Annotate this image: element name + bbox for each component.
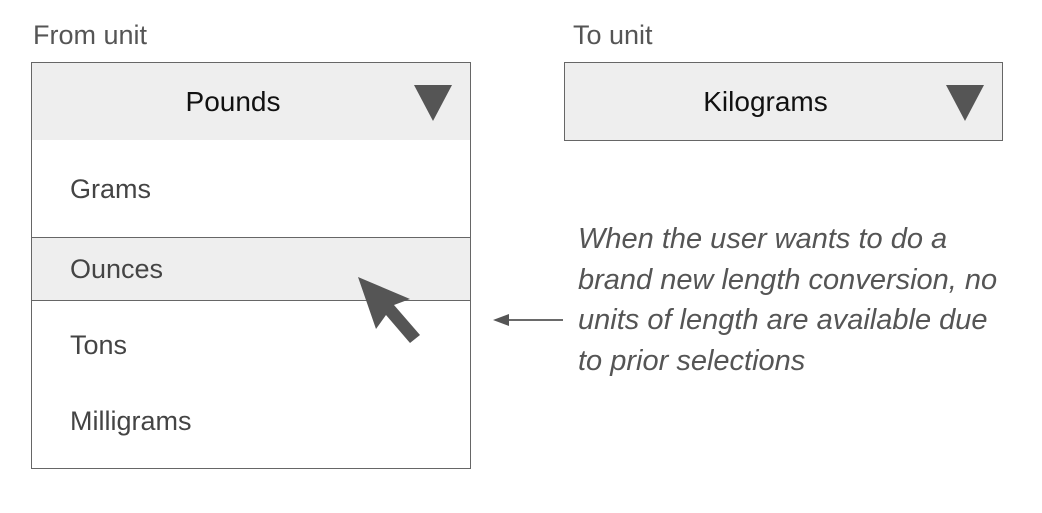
option-tons[interactable]: Tons [70, 329, 128, 360]
from-unit-dropdown-list: Grams Ounces Tons Milligrams [31, 140, 471, 469]
annotation-text: When the user wants to do a brand new le… [578, 223, 998, 377]
caret-down-icon [946, 85, 984, 121]
arrow-left-icon [493, 314, 563, 326]
from-unit-label: From unit [33, 20, 148, 50]
caret-down-icon [414, 85, 452, 121]
option-milligrams[interactable]: Milligrams [70, 405, 192, 436]
from-unit-selected-value: Pounds [185, 85, 281, 117]
option-grams[interactable]: Grams [70, 173, 151, 204]
to-unit-selected-value: Kilograms [703, 85, 828, 117]
to-unit-label: To unit [573, 20, 653, 50]
mouse-pointer-icon [358, 277, 420, 343]
option-ounces[interactable]: Ounces [32, 237, 470, 301]
to-unit-select[interactable]: Kilograms [564, 62, 1003, 141]
from-unit-select[interactable]: Pounds [31, 62, 471, 141]
